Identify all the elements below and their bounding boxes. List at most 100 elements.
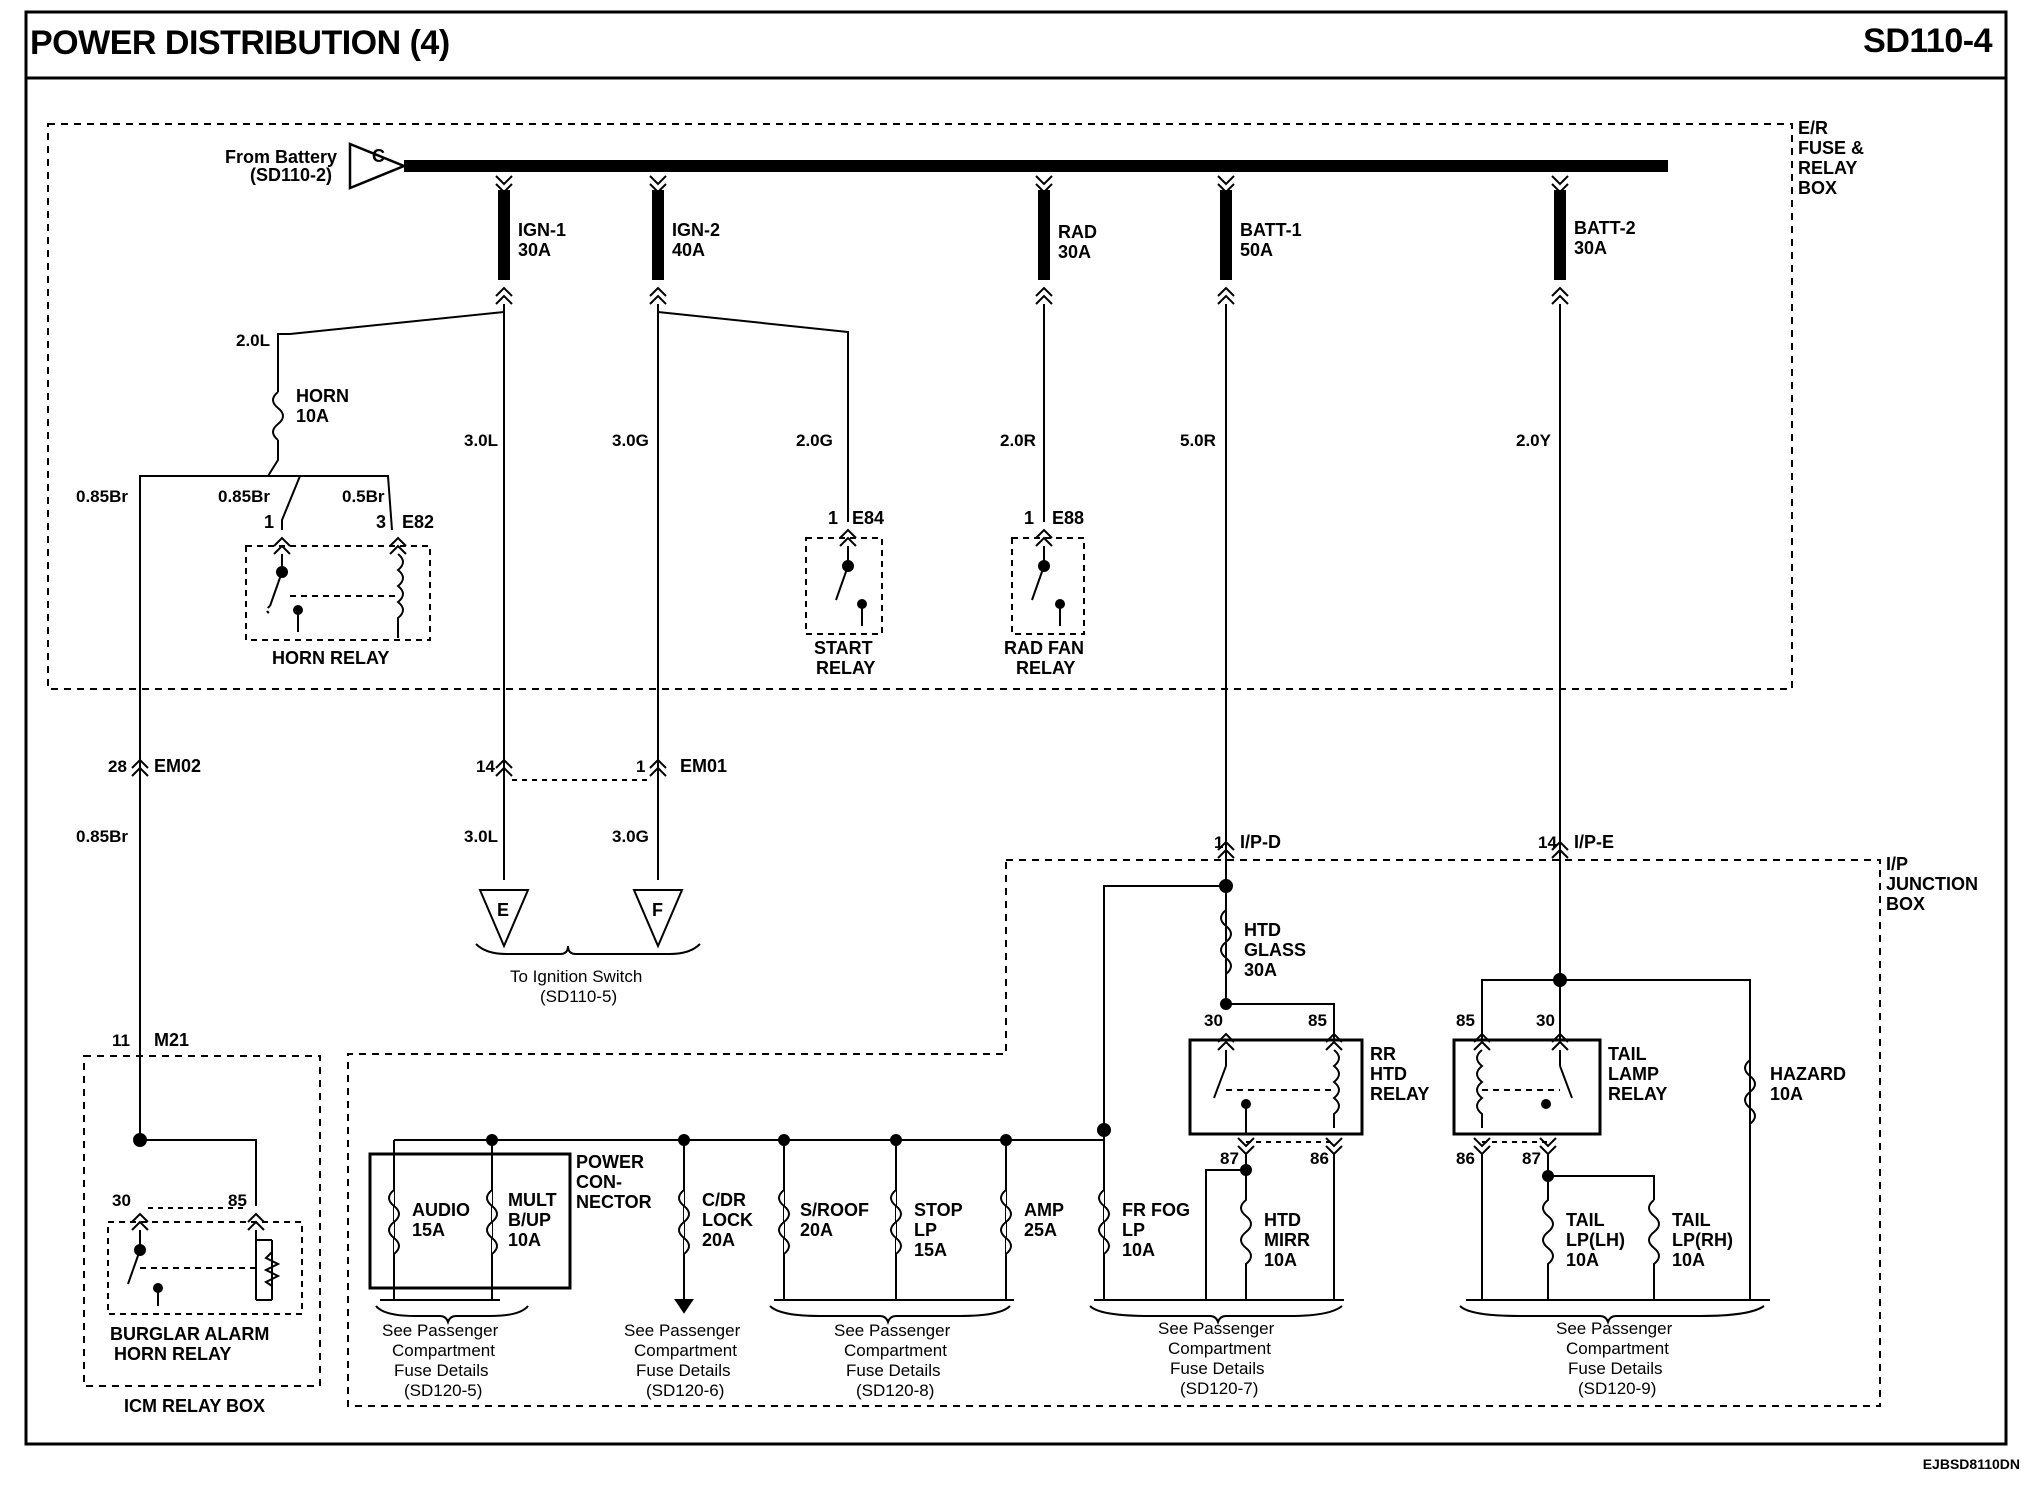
horn-relay-pin-a: 1 — [264, 512, 274, 532]
tail-lamp-relay-coil — [1476, 1049, 1484, 1128]
amp-name: AMP — [1024, 1200, 1064, 1220]
er-box-label-4: BOX — [1798, 178, 1837, 198]
tail-rh-name-2: LP(RH) — [1672, 1230, 1733, 1250]
burglar-pin-b: 85 — [228, 1191, 247, 1210]
ref5-line3: Fuse Details — [1568, 1359, 1662, 1378]
ipd-pin: 1 — [1214, 833, 1223, 852]
ref-bracket-1 — [375, 1305, 529, 1326]
ref1-line2: Compartment — [392, 1341, 495, 1360]
rr-htd-relay-coil — [1332, 1049, 1340, 1128]
connector-e-letter: E — [497, 900, 509, 920]
connector-f — [632, 889, 684, 949]
htd-glass-name-2: GLASS — [1244, 940, 1306, 960]
ref2-line4: (SD120-6) — [646, 1381, 724, 1400]
fuse-sroof — [778, 1189, 790, 1255]
ref3-line2: Compartment — [844, 1341, 947, 1360]
ref5-line4: (SD120-9) — [1578, 1379, 1656, 1398]
mult-bup-name-1: MULT — [508, 1190, 557, 1210]
ref4-line3: Fuse Details — [1170, 1359, 1264, 1378]
from-battery-label: From Battery — [225, 147, 337, 167]
audio-rating: 15A — [412, 1220, 445, 1240]
mult-bup-name-2: B/UP — [508, 1210, 551, 1230]
tail-lh-rating: 10A — [1566, 1250, 1599, 1270]
m21-pin: 11 — [112, 1031, 130, 1050]
ref1-line4: (SD120-5) — [404, 1381, 482, 1400]
rr-htd-pin-87: 87 — [1220, 1149, 1239, 1168]
ignition-bracket — [475, 943, 701, 955]
wire-horn-feed-label: 2.0L — [236, 331, 270, 350]
ip-box-label-1: I/P — [1886, 854, 1908, 874]
battery-connector-c — [348, 142, 408, 190]
ref2-line3: Fuse Details — [636, 1361, 730, 1380]
fuse-batt1-rating: 50A — [1240, 240, 1273, 260]
ignition-ref: (SD110-5) — [540, 987, 617, 1006]
wire-burglar-feed-label: 0.85Br — [76, 487, 128, 506]
ref-bracket-5 — [1459, 1305, 1765, 1326]
em02-name: EM02 — [154, 756, 201, 776]
fuse-ign1-rating: 30A — [518, 240, 551, 260]
burglar-label-2: HORN RELAY — [114, 1344, 231, 1364]
rr-htd-pin-30: 30 — [1204, 1011, 1223, 1030]
fuse-hazard — [1744, 1059, 1756, 1125]
start-relay-pin: 1 — [828, 508, 838, 528]
fuse-tail-lh — [1542, 1176, 1554, 1300]
power-connector-box — [368, 1152, 572, 1290]
ref3-line3: Fuse Details — [846, 1361, 940, 1380]
wire-ipd-bus — [1103, 885, 1226, 1300]
em01-pin: 1 — [636, 757, 645, 776]
m21-name: M21 — [154, 1030, 189, 1050]
fr-fog-name-1: FR FOG — [1122, 1200, 1190, 1220]
horn-relay-coil — [396, 553, 404, 638]
ref-bracket-4 — [1089, 1305, 1343, 1326]
tail-lamp-relay-box — [1452, 1038, 1602, 1136]
mult-bup-rating: 10A — [508, 1230, 541, 1250]
page-title: POWER DISTRIBUTION (4) — [30, 24, 450, 62]
stop-lp-rating: 15A — [914, 1240, 947, 1260]
horn-relay-pin1-wire: 0.85Br — [218, 487, 270, 506]
ref1-line3: Fuse Details — [394, 1361, 488, 1380]
fuse-cdr-lock — [678, 1189, 690, 1255]
tail-rh-name-1: TAIL — [1672, 1210, 1711, 1230]
fuse-ign2-name: IGN-2 — [672, 220, 720, 240]
tail-relay-pin-86: 86 — [1456, 1149, 1475, 1168]
horn-relay-box — [245, 545, 431, 641]
htd-glass-name-1: HTD — [1244, 920, 1281, 940]
tail-rh-rating: 10A — [1672, 1250, 1705, 1270]
rr-htd-label-2: HTD — [1370, 1064, 1407, 1084]
wire-horn-feed — [277, 304, 505, 392]
rad-fan-relay-label-1: RAD FAN — [1004, 638, 1084, 658]
ref4-line4: (SD120-7) — [1180, 1379, 1258, 1398]
connector-e — [478, 889, 530, 949]
fuse-htd-mirr — [1240, 1154, 1252, 1300]
start-relay-label-1: START — [814, 638, 873, 658]
horn-relay-connector: E82 — [402, 512, 434, 532]
cdr-lock-name-1: C/DR — [702, 1190, 746, 1210]
tail-lh-name-2: LP(LH) — [1566, 1230, 1625, 1250]
rr-htd-label-3: RELAY — [1370, 1084, 1429, 1104]
htd-glass-rating: 30A — [1244, 960, 1277, 980]
ipe-pin: 14 — [1538, 833, 1557, 852]
tail-relay-pin-87: 87 — [1522, 1149, 1541, 1168]
burglar-label-1: BURGLAR ALARM — [110, 1324, 269, 1344]
htd-mirr-name-2: MIRR — [1264, 1230, 1310, 1250]
ref3-line1: See Passenger — [834, 1321, 951, 1340]
wire-batt1-label: 5.0R — [1180, 431, 1216, 450]
tail-relay-pin-30: 30 — [1536, 1011, 1555, 1030]
fuse-horn-rating: 10A — [296, 406, 329, 426]
cdr-lock-name-2: LOCK — [702, 1210, 753, 1230]
ref2-line1: See Passenger — [624, 1321, 741, 1340]
tail-lh-name-1: TAIL — [1566, 1210, 1605, 1230]
tail-relay-label-1: TAIL — [1608, 1044, 1647, 1064]
rad-fan-relay-connector: E88 — [1052, 508, 1084, 528]
wire-rad-label: 2.0R — [1000, 431, 1036, 450]
wire-ign1-lower: 3.0L — [464, 827, 498, 846]
power-connector-label-2: CON- — [576, 1172, 622, 1192]
ignition-label: To Ignition Switch — [510, 967, 642, 986]
amp-rating: 25A — [1024, 1220, 1057, 1240]
horn-relay-label: HORN RELAY — [272, 648, 389, 668]
wire-start-label: 2.0G — [796, 431, 833, 450]
fuse-horn — [272, 391, 284, 441]
rad-fan-relay-box — [1011, 537, 1085, 635]
fuse-htd-glass — [1220, 909, 1232, 975]
rr-htd-label-1: RR — [1370, 1044, 1396, 1064]
